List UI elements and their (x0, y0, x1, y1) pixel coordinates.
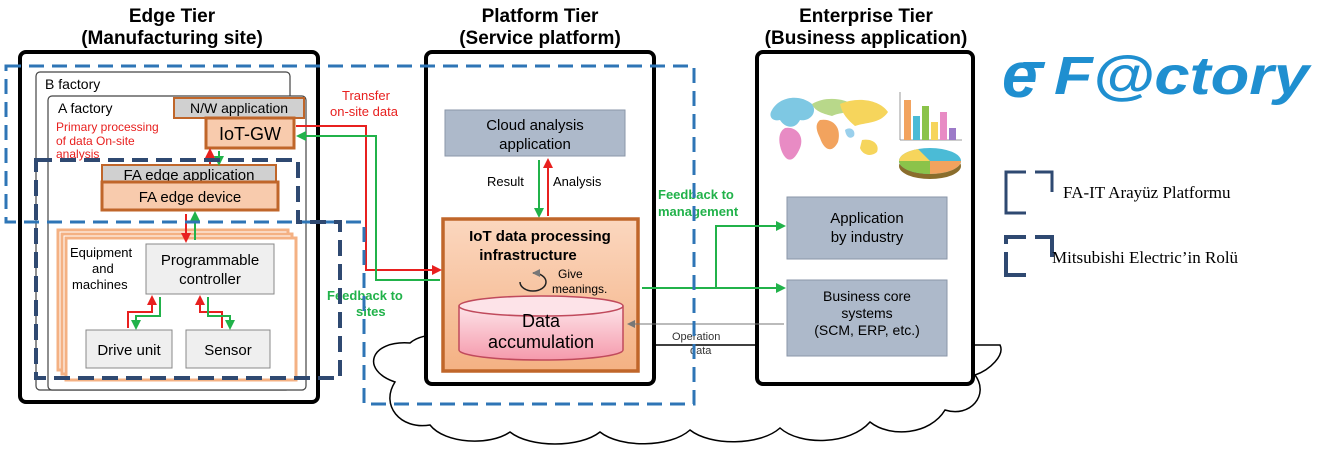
sensor-box (185, 329, 271, 369)
svg-text:Feedback to: Feedback to (658, 187, 734, 202)
fa-edge-device-label: FA edge device (139, 189, 242, 206)
feedback-to-management-label: Feedback to management (658, 187, 739, 219)
svg-text:Enterprise Tier: Enterprise Tier (799, 6, 933, 27)
svg-text:Feedback to: Feedback to (327, 288, 403, 303)
svg-text:Primary processing: Primary processing (56, 120, 159, 134)
app-industry-line1: Application (830, 210, 903, 227)
app-industry-line2: by industry (831, 229, 904, 246)
svg-text:Operation: Operation (672, 331, 720, 343)
legend: FA-IT Arayüz Platformu Mitsubishi Electr… (1004, 170, 1239, 277)
bar-chart-icon (899, 92, 962, 141)
analysis-label: Analysis (553, 174, 602, 189)
result-label: Result (487, 174, 524, 189)
b-factory-label: B factory (45, 76, 100, 92)
data-accumulation-cylinder (458, 295, 624, 361)
sensor-label: Sensor (204, 342, 252, 359)
svg-text:(Manufacturing site): (Manufacturing site) (81, 28, 263, 49)
nw-application-label: N/W application (190, 100, 288, 116)
feedback-to-management-arrow-upper (642, 221, 786, 289)
transfer-onsite-data-label: Transfer on-site data (330, 88, 399, 119)
pie-chart-icon (898, 148, 961, 179)
iot-gw-label: IoT-GW (219, 124, 281, 144)
business-core-systems-box (786, 279, 948, 357)
fa-edge-device-box (100, 180, 280, 212)
plc-label-line1: Programmable (161, 252, 259, 269)
e-factory-logo-e: e (1002, 39, 1038, 111)
iot-gw-box (204, 116, 296, 150)
plc-label-line2: controller (179, 271, 241, 288)
data-accumulation-line1: Data (522, 311, 561, 331)
data-accumulation-line2: accumulation (488, 332, 594, 352)
svg-text:of data On-site: of data On-site (56, 134, 135, 148)
svg-text:Edge Tier: Edge Tier (129, 6, 216, 27)
drive-unit-box (85, 329, 173, 369)
give-meanings-line2: meanings. (552, 282, 607, 296)
cloud-analysis-box (444, 109, 626, 157)
svg-text:data: data (690, 345, 712, 357)
cloud-analysis-line1: Cloud analysis (486, 117, 584, 134)
svg-text:Equipment: Equipment (70, 245, 133, 260)
refresh-cycle-icon (519, 269, 547, 292)
cloud-analysis-line2: application (499, 136, 571, 153)
fa-edge-application-label: FA edge application (124, 167, 255, 184)
svg-text:Platform Tier: Platform Tier (482, 6, 599, 27)
application-by-industry-box (786, 196, 948, 260)
programmable-controller-box (145, 243, 275, 295)
svg-text:and: and (92, 261, 114, 276)
e-factory-logo-rest: F@ctory (1054, 46, 1312, 106)
e-factory-logo: e F@ctory (1002, 39, 1312, 111)
iot-infra-line2: infrastructure (479, 247, 577, 264)
svg-text:management: management (658, 204, 739, 219)
a-factory-label: A factory (58, 100, 112, 116)
platform-tier-title: Platform Tier (Service platform) (459, 6, 621, 49)
enterprise-tier-title: Enterprise Tier (Business application) (765, 6, 968, 49)
mitsubishi-electric-role-frame (34, 158, 342, 380)
operation-data-label: Operation data (672, 331, 720, 357)
give-meanings-line1: Give (558, 267, 583, 281)
e-factory-logo-bar (1021, 62, 1046, 68)
feedback-to-sites-arrow (296, 131, 440, 281)
svg-text:machines: machines (72, 277, 128, 292)
equipment-label: Equipment and machines (70, 245, 133, 292)
primary-processing-note: Primary processing of data On-site analy… (56, 120, 159, 161)
legend-mitsubishi-label: Mitsubishi Electric’in Rolü (1052, 248, 1239, 267)
transfer-onsite-data-arrow (296, 125, 442, 275)
edge-arrows (127, 148, 235, 330)
legend-mitsubishi-swatch (1004, 235, 1054, 277)
business-line1: Business core (823, 288, 911, 304)
edge-tier-title: Edge Tier (Manufacturing site) (81, 6, 263, 49)
legend-fa-it-label: FA-IT Arayüz Platformu (1063, 183, 1231, 202)
svg-text:sites: sites (356, 304, 386, 319)
business-line2: systems (841, 305, 892, 321)
svg-text:(Business application): (Business application) (765, 28, 968, 49)
iot-infra-line1: IoT data processing (469, 228, 611, 245)
business-line3: (SCM, ERP, etc.) (814, 322, 920, 338)
svg-text:(Service platform): (Service platform) (459, 28, 621, 49)
edge-tier-frame (18, 50, 320, 404)
svg-text:Transfer: Transfer (342, 88, 391, 103)
fa-it-interface-platform-frame (4, 64, 696, 406)
svg-text:on-site data: on-site data (330, 104, 399, 119)
svg-text:analysis: analysis (56, 147, 99, 161)
world-map-icon (768, 92, 892, 176)
drive-unit-label: Drive unit (97, 342, 161, 359)
legend-fa-it-swatch (1004, 170, 1054, 215)
